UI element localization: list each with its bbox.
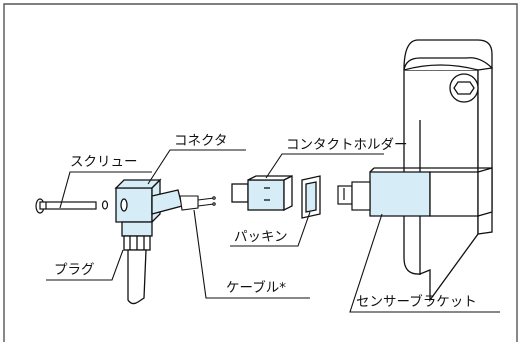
plug [121, 221, 153, 251]
screw [35, 198, 97, 214]
label-connector: コネクタ [174, 133, 227, 149]
washer [101, 200, 109, 210]
label-packing: パッキン [234, 229, 288, 245]
label-plug: プラグ [54, 262, 95, 278]
label-cable: ケーブル* [226, 279, 286, 296]
label-contact-holder: コンタクトホルダー [286, 137, 408, 153]
cable-leads [179, 195, 216, 211]
packing-gasket [301, 175, 321, 219]
label-screw: スクリュー [70, 154, 138, 170]
connector-body [114, 178, 183, 224]
leader-lines [46, 149, 500, 313]
bracket-plate [369, 167, 493, 217]
sensor-bracket-post [403, 39, 493, 302]
figure-frame [3, 3, 518, 342]
bracket-pins [337, 181, 371, 211]
contact-holder [231, 174, 293, 212]
cable [127, 249, 147, 305]
label-sensor-bracket: センサーブラケット [356, 293, 477, 310]
